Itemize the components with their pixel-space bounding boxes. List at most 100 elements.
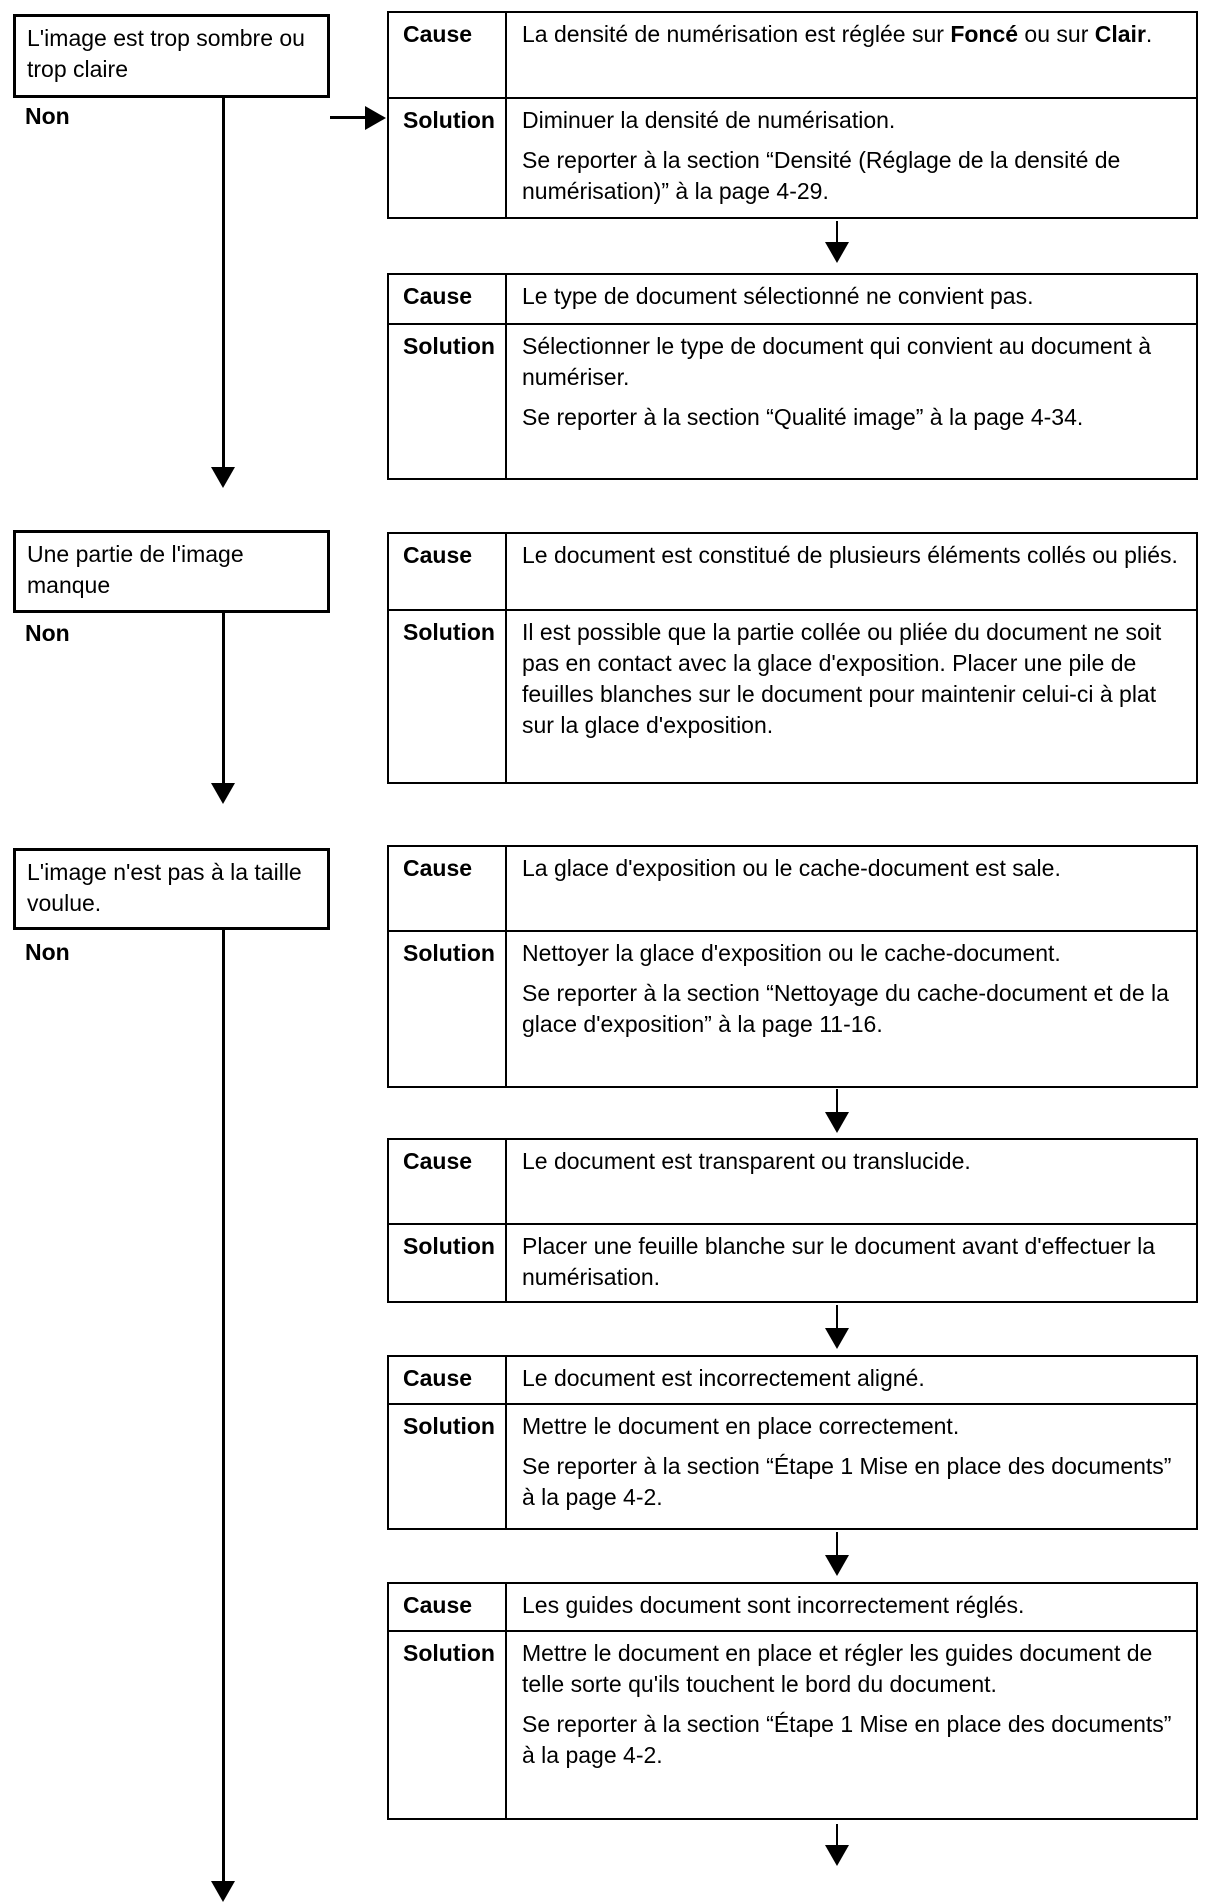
cause-row: Cause Le document est constitué de plusi… [389, 534, 1196, 609]
condition-text: Une partie de l'image manque [27, 541, 244, 598]
solution-row: Solution Il est possible que la partie c… [389, 609, 1196, 782]
no-branch-label: Non [25, 103, 70, 129]
solution-paragraph: Mettre le document en place et régler le… [522, 1640, 1153, 1697]
arrow-down-icon [825, 1845, 849, 1866]
cause-paragraph: La densité de numérisation est réglée su… [522, 19, 1180, 50]
arrow-down-icon [825, 242, 849, 263]
cause-text-part-bold: Foncé [950, 21, 1019, 47]
cause-paragraph: La glace d'exposition ou le cache-docume… [522, 855, 1061, 881]
flow-line-vertical [836, 1089, 838, 1112]
cause-row: Cause Le type de document sélectionné ne… [389, 275, 1196, 323]
flow-line-vertical [836, 221, 838, 243]
solution-label: Solution [389, 1405, 507, 1528]
cause-text: Le type de document sélectionné ne convi… [507, 275, 1196, 323]
solution-paragraph: Il est possible que la partie collée ou … [522, 619, 1162, 738]
cause-solution-table-misaligned-document: Cause Le document est incorrectement ali… [387, 1355, 1198, 1530]
cause-solution-table-document-type: Cause Le type de document sélectionné ne… [387, 273, 1198, 480]
flow-line-vertical [222, 613, 225, 783]
solution-text: Diminuer la densité de numérisation. Se … [507, 99, 1196, 217]
cause-paragraph: Le document est transparent ou transluci… [522, 1148, 971, 1174]
flow-line-vertical [836, 1824, 838, 1845]
solution-label: Solution [389, 1225, 507, 1301]
solution-paragraph: Se reporter à la section “Densité (Régla… [522, 147, 1121, 204]
solution-row: Solution Diminuer la densité de numérisa… [389, 97, 1196, 217]
solution-text: Mettre le document en place correctement… [507, 1405, 1196, 1528]
condition-box-image-part-missing: Une partie de l'image manque [13, 530, 330, 613]
cause-text: Le document est constitué de plusieurs é… [507, 534, 1196, 609]
cause-label: Cause [389, 1357, 507, 1403]
cause-label: Cause [389, 1140, 507, 1223]
cause-text-part-bold: Clair [1094, 21, 1146, 47]
solution-row: Solution Nettoyer la glace d'exposition … [389, 930, 1196, 1086]
cause-paragraph: Le document est constitué de plusieurs é… [522, 542, 1178, 568]
cause-label: Cause [389, 1584, 507, 1630]
solution-paragraph: Se reporter à la section “Étape 1 Mise e… [522, 1711, 1172, 1768]
flow-line-vertical [222, 98, 225, 467]
cause-label: Cause [389, 847, 507, 930]
condition-box-image-wrong-size: L'image n'est pas à la taille voulue. [13, 848, 330, 930]
solution-row: Solution Sélectionner le type de documen… [389, 323, 1196, 478]
flow-line-horizontal [330, 116, 367, 119]
solution-paragraph: Mettre le document en place correctement… [522, 1413, 960, 1439]
solution-text: Nettoyer la glace d'exposition ou le cac… [507, 932, 1196, 1086]
cause-row: Cause La glace d'exposition ou le cache-… [389, 847, 1196, 930]
solution-label: Solution [389, 99, 507, 217]
arrow-down-icon [211, 467, 235, 488]
flow-line-vertical [222, 930, 225, 1882]
no-branch-label: Non [25, 620, 70, 646]
cause-text: Les guides document sont incorrectement … [507, 1584, 1196, 1630]
solution-label: Solution [389, 1632, 507, 1818]
arrow-down-icon [825, 1112, 849, 1133]
solution-paragraph: Se reporter à la section “Étape 1 Mise e… [522, 1453, 1172, 1510]
cause-solution-table-glued-document: Cause Le document est constitué de plusi… [387, 532, 1198, 784]
cause-solution-table-document-guides: Cause Les guides document sont incorrect… [387, 1582, 1198, 1820]
solution-text: Il est possible que la partie collée ou … [507, 611, 1196, 782]
solution-text: Placer une feuille blanche sur le docume… [507, 1225, 1196, 1301]
cause-paragraph: Les guides document sont incorrectement … [522, 1592, 1025, 1618]
cause-text-part: ou sur [1018, 21, 1095, 47]
cause-paragraph: Le type de document sélectionné ne convi… [522, 283, 1034, 309]
solution-paragraph: Sélectionner le type de document qui con… [522, 333, 1152, 390]
cause-paragraph: Le document est incorrectement aligné. [522, 1365, 925, 1391]
solution-paragraph: Se reporter à la section “Qualité image”… [522, 404, 1084, 430]
cause-solution-table-transparent-document: Cause Le document est transparent ou tra… [387, 1138, 1198, 1303]
cause-label: Cause [389, 13, 507, 97]
no-branch-label: Non [25, 939, 70, 965]
arrow-down-icon [825, 1555, 849, 1576]
condition-box-image-too-dark: L'image est trop sombre ou trop claire [13, 14, 330, 98]
solution-row: Solution Mettre le document en place cor… [389, 1403, 1196, 1528]
solution-label: Solution [389, 611, 507, 782]
arrow-down-icon [825, 1328, 849, 1349]
cause-row: Cause Le document est transparent ou tra… [389, 1140, 1196, 1223]
solution-label: Solution [389, 325, 507, 478]
cause-text: Le document est transparent ou transluci… [507, 1140, 1196, 1223]
cause-text: La densité de numérisation est réglée su… [507, 13, 1196, 97]
arrow-down-icon [211, 783, 235, 804]
solution-label: Solution [389, 932, 507, 1086]
cause-row: Cause Le document est incorrectement ali… [389, 1357, 1196, 1403]
arrow-right-icon [365, 106, 386, 130]
cause-label: Cause [389, 275, 507, 323]
flow-line-vertical [836, 1532, 838, 1555]
solution-paragraph: Placer une feuille blanche sur le docume… [522, 1233, 1156, 1290]
condition-text: L'image n'est pas à la taille voulue. [27, 859, 302, 916]
cause-text: La glace d'exposition ou le cache-docume… [507, 847, 1196, 930]
cause-text-part: La densité de numérisation est réglée su… [522, 21, 951, 47]
cause-row: Cause Les guides document sont incorrect… [389, 1584, 1196, 1630]
solution-row: Solution Placer une feuille blanche sur … [389, 1223, 1196, 1301]
arrow-down-icon [211, 1881, 235, 1902]
solution-text: Sélectionner le type de document qui con… [507, 325, 1196, 478]
cause-text: Le document est incorrectement aligné. [507, 1357, 1196, 1403]
solution-paragraph: Nettoyer la glace d'exposition ou le cac… [522, 940, 1061, 966]
solution-text: Mettre le document en place et régler le… [507, 1632, 1196, 1818]
cause-solution-table-density: Cause La densité de numérisation est rég… [387, 11, 1198, 219]
cause-row: Cause La densité de numérisation est rég… [389, 13, 1196, 97]
solution-paragraph: Diminuer la densité de numérisation. [522, 107, 896, 133]
cause-label: Cause [389, 534, 507, 609]
flow-line-vertical [836, 1305, 838, 1328]
cause-solution-table-dirty-glass: Cause La glace d'exposition ou le cache-… [387, 845, 1198, 1088]
cause-text-part: . [1145, 21, 1153, 47]
solution-row: Solution Mettre le document en place et … [389, 1630, 1196, 1818]
condition-text: L'image est trop sombre ou trop claire [27, 25, 305, 82]
